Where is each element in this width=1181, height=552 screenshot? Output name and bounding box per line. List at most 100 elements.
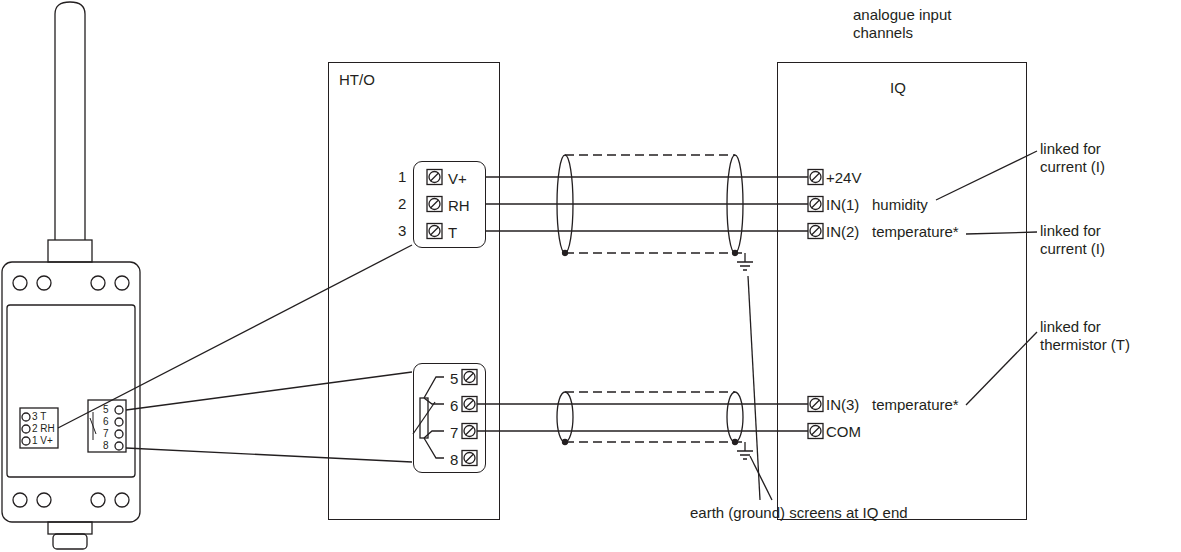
screw-terminal [810,426,821,437]
sensor-housing [115,430,123,438]
pin-number: 7 [103,428,109,440]
screw-terminal [808,397,823,412]
terminal-label: +24V [826,169,861,187]
terminal-block: 5 6 7 8 [413,363,486,473]
screw-terminal [812,227,820,235]
terminal-block: V+ RH T [413,161,486,248]
terminal-label: IN(2) [826,223,859,241]
screw-terminal [808,170,823,185]
screw-terminal [431,227,439,235]
sensor-housing [88,400,126,452]
pin-number: 6 [103,416,109,428]
controller-box: IQ +24V IN(1) IN(2) IN(3) COM [777,62,1027,520]
signal-label: temperature* [872,396,959,414]
screw-terminal [462,424,477,439]
terminal-label: 7 [450,424,458,442]
terminal-stub [477,177,808,431]
terminal-label: V+ [448,170,467,188]
sensor-housing [13,276,27,290]
sensor-housing [22,437,30,445]
sensor-housing [91,493,105,507]
screw-terminal [464,372,475,383]
sensor-housing [20,408,58,448]
leader-line [750,456,772,500]
signal-label: humidity [872,196,928,214]
screw-terminal [810,399,821,410]
screw-terminal [466,427,474,435]
pin-number: 3 [398,222,406,240]
sensor-housing [2,2,140,549]
sensor-housing [115,493,129,507]
screw-terminal [429,226,440,237]
terminal-label: IN(3) [826,396,859,414]
terminal-label: 5 [450,370,458,388]
sensor-housing [13,493,27,507]
sensor-housing [55,2,85,240]
sensor-housing [48,522,92,534]
thermistor-symbol [413,402,435,434]
pin-number: 8 [103,440,109,452]
signal-wire [486,430,777,431]
cable-screen [727,392,743,442]
sensor-housing [53,534,87,549]
heading-label: analogue input channels [853,6,965,42]
signal-wire [486,230,777,231]
terminal-label: T [448,224,457,242]
terminal-label: RH [448,197,470,215]
screw-terminal [431,173,439,181]
screw-terminal [429,172,440,183]
terminal-stub [477,177,808,431]
cable-screen [557,392,573,442]
sensor-housing [37,493,51,507]
screw-terminal [808,424,823,439]
signal-label: temperature* [872,223,959,241]
leader-line [58,245,412,428]
signal-wire [486,403,777,404]
pin-number: 1 [398,168,406,186]
screw-terminal [812,173,820,181]
leader-line [936,151,1037,200]
leader-line [748,276,760,500]
leader-line [58,151,1037,500]
terminal-label: 8 [450,451,458,469]
thermistor-symbol [424,377,444,458]
terminal-label: 6 [450,397,458,415]
screw-terminal [810,199,821,210]
screw-terminal [808,197,823,212]
sensor-housing [7,305,135,477]
screw-terminal [462,397,477,412]
earth-symbol [737,442,753,459]
thermistor-symbol [413,377,444,458]
screw-terminal [812,400,820,408]
leader-line [126,448,412,462]
terminal-label: COM [826,423,861,441]
screw-terminal [427,224,442,239]
sensor-housing [48,240,92,262]
box-title: HT/O [339,71,375,89]
screw-terminal [466,373,474,381]
screw-terminal [812,427,820,435]
sensor-housing [22,413,30,421]
sensor-housing [90,412,96,440]
screw-terminal [810,226,821,237]
screw-terminal [810,172,821,183]
cable-screen [563,251,568,256]
screw-terminal [812,200,820,208]
sensor-housing [2,262,140,522]
sensor-housing [115,406,123,414]
box-title: IQ [890,79,906,97]
terminal-label: IN(1) [826,196,859,214]
note-label: linked for thermistor (T) [1040,318,1132,354]
screw-terminal [464,399,475,410]
cable-screen [557,155,745,445]
screw-terminal [466,454,474,462]
screw-terminal [464,453,475,464]
pin-label: 2 RH [32,423,55,435]
sensor-housing [91,276,105,290]
screw-terminal [462,370,477,385]
sensor-housing [115,276,129,290]
sensor-housing [22,425,30,433]
note-label: linked for current (I) [1040,140,1140,176]
screw-terminal [431,200,439,208]
sensor-housing [115,418,123,426]
